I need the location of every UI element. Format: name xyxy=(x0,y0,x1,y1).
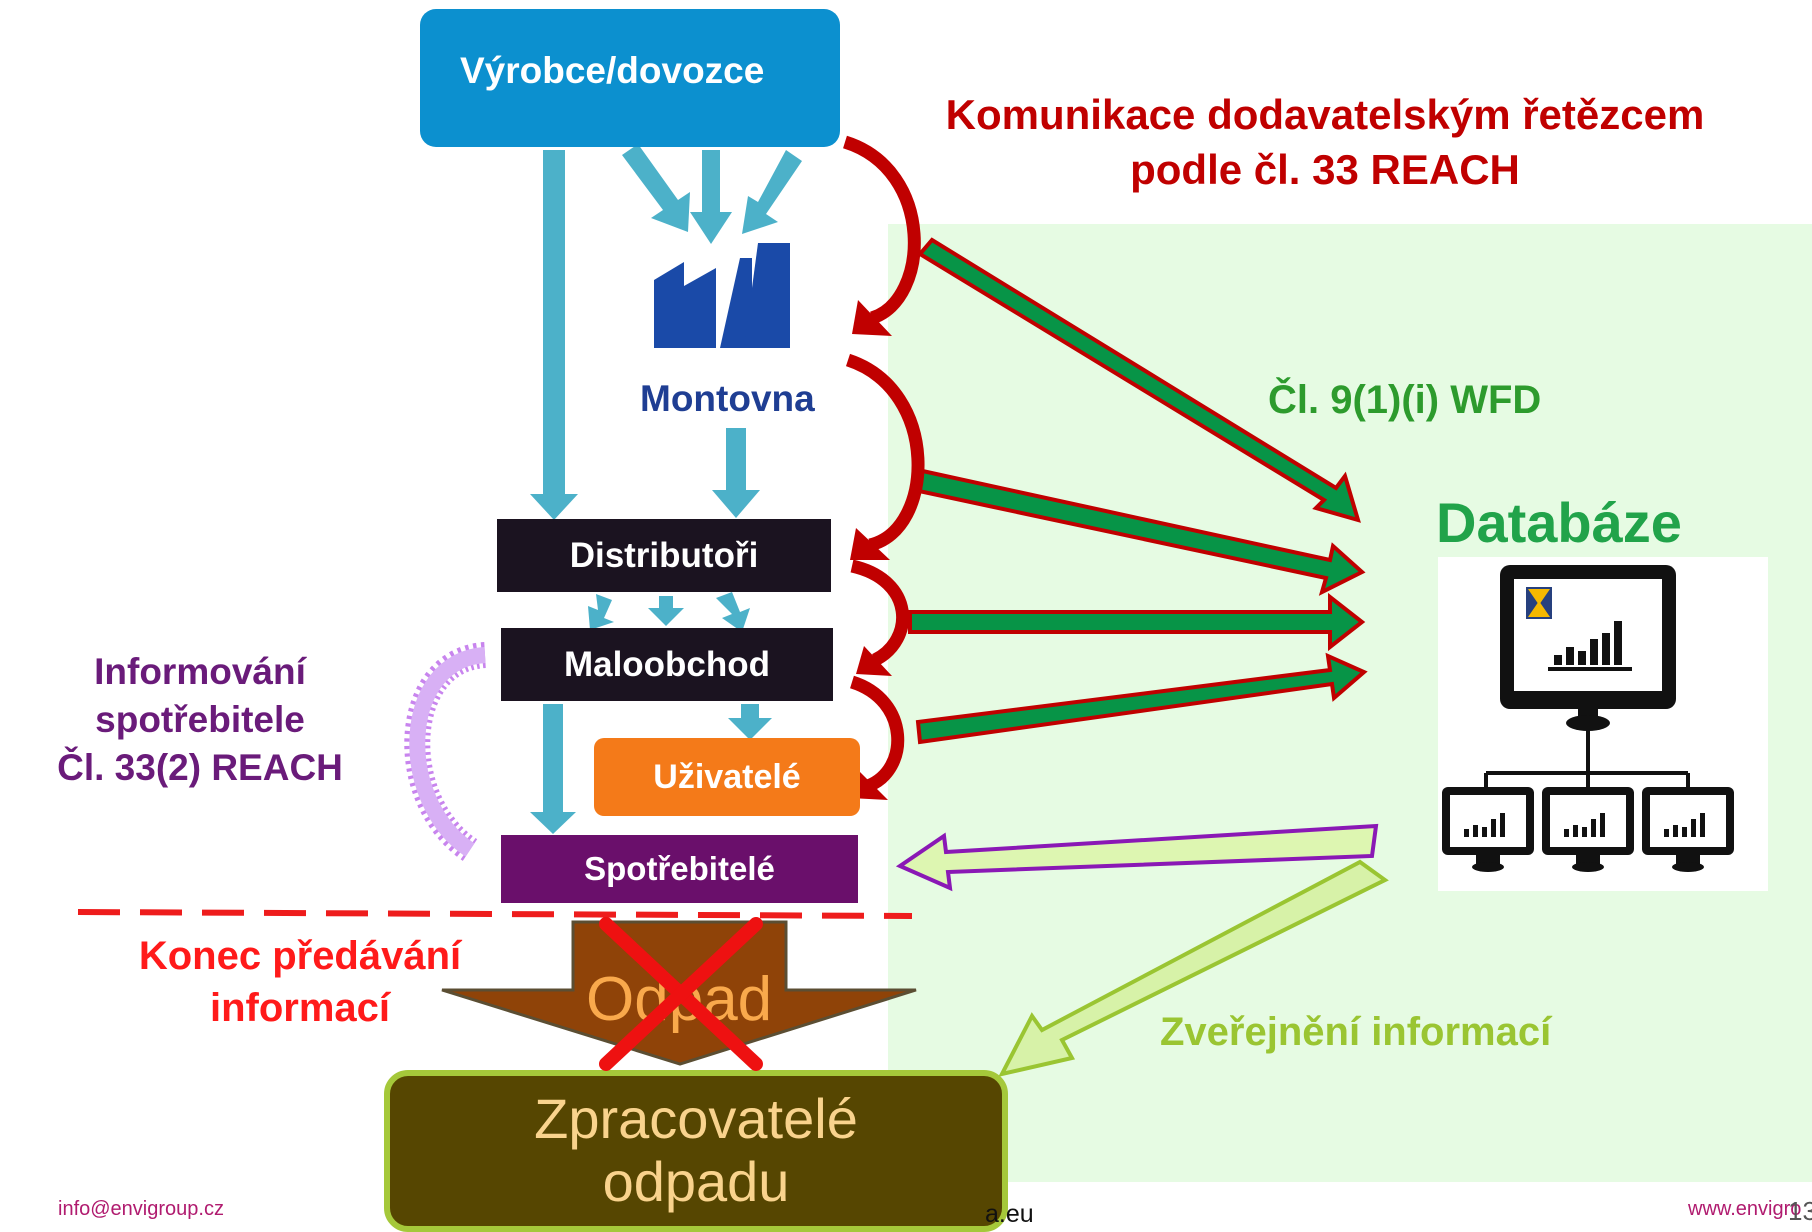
page-number: 13 xyxy=(1788,1196,1812,1226)
consumer-information-line3: Čl. 33(2) REACH xyxy=(57,747,343,789)
consumer-info-arrow-fill xyxy=(409,647,486,857)
waste-processors-label-line2: odpadu xyxy=(602,1150,790,1213)
manufacturer-importer-box: Výrobce/dovozce xyxy=(420,9,840,147)
users-label: Uživatelé xyxy=(653,757,801,796)
end-of-information-label: Konec předávání informací xyxy=(90,930,510,1034)
publication-label: Zveřejnění informací xyxy=(1160,1010,1552,1054)
consumer-information-label: Informování spotřebitele Čl. 33(2) REACH xyxy=(0,648,400,792)
waste-label: Odpad xyxy=(586,965,773,1034)
consumer-information-line1: Informování xyxy=(94,651,306,692)
end-of-information-line xyxy=(77,909,913,919)
supply-chain-arrowheads xyxy=(850,300,892,800)
supply-chain-arrows xyxy=(842,135,925,793)
retail-label: Maloobchod xyxy=(563,644,771,684)
wfd-article-label: Čl. 9(1)(i) WFD xyxy=(1268,378,1542,422)
consumer-information-line2: spotřebitele xyxy=(95,699,305,741)
waste-processors-box: Zpracovatelé odpadu xyxy=(384,1070,1008,1232)
supply-chain-communication-line1: Komunikace dodavatelským řetězcem xyxy=(945,91,1705,138)
flow-arrows-cyan xyxy=(530,144,802,834)
wfd-arrows xyxy=(908,237,1368,745)
footer-website-right: www.envigro xyxy=(1688,1198,1802,1220)
consumers-label: Spotřebitelé xyxy=(584,850,775,887)
consumers-box: Spotřebitelé xyxy=(501,835,858,903)
supply-chain-communication-title: Komunikace dodavatelským řetězcem podle … xyxy=(885,88,1765,197)
footer-website-mid: a.eu xyxy=(985,1200,1034,1228)
users-box: Uživatelé xyxy=(594,738,860,816)
retail-box: Maloobchod xyxy=(501,628,833,701)
database-network-icon xyxy=(1442,565,1734,872)
footer-email: info@envigroup.cz xyxy=(58,1198,224,1220)
publication-arrow-consumers xyxy=(895,823,1379,892)
distributors-label: Distributoři xyxy=(569,535,759,575)
factory-icon xyxy=(654,243,790,348)
manufacturer-importer-label: Výrobce/dovozce xyxy=(460,50,765,91)
database-illustration xyxy=(1438,557,1768,891)
assembly-plant-label: Montovna xyxy=(640,378,815,419)
distributors-box: Distributoři xyxy=(497,519,831,592)
supply-chain-communication-line2: podle čl. 33 REACH xyxy=(1130,145,1520,193)
end-of-information-line2: informací xyxy=(209,986,391,1030)
publication-arrow-processors xyxy=(998,859,1389,1077)
end-of-information-line1: Konec předávání xyxy=(138,934,462,978)
database-title: Databáze xyxy=(1436,491,1682,554)
waste-processors-label-line1: Zpracovatelé xyxy=(534,1087,858,1151)
